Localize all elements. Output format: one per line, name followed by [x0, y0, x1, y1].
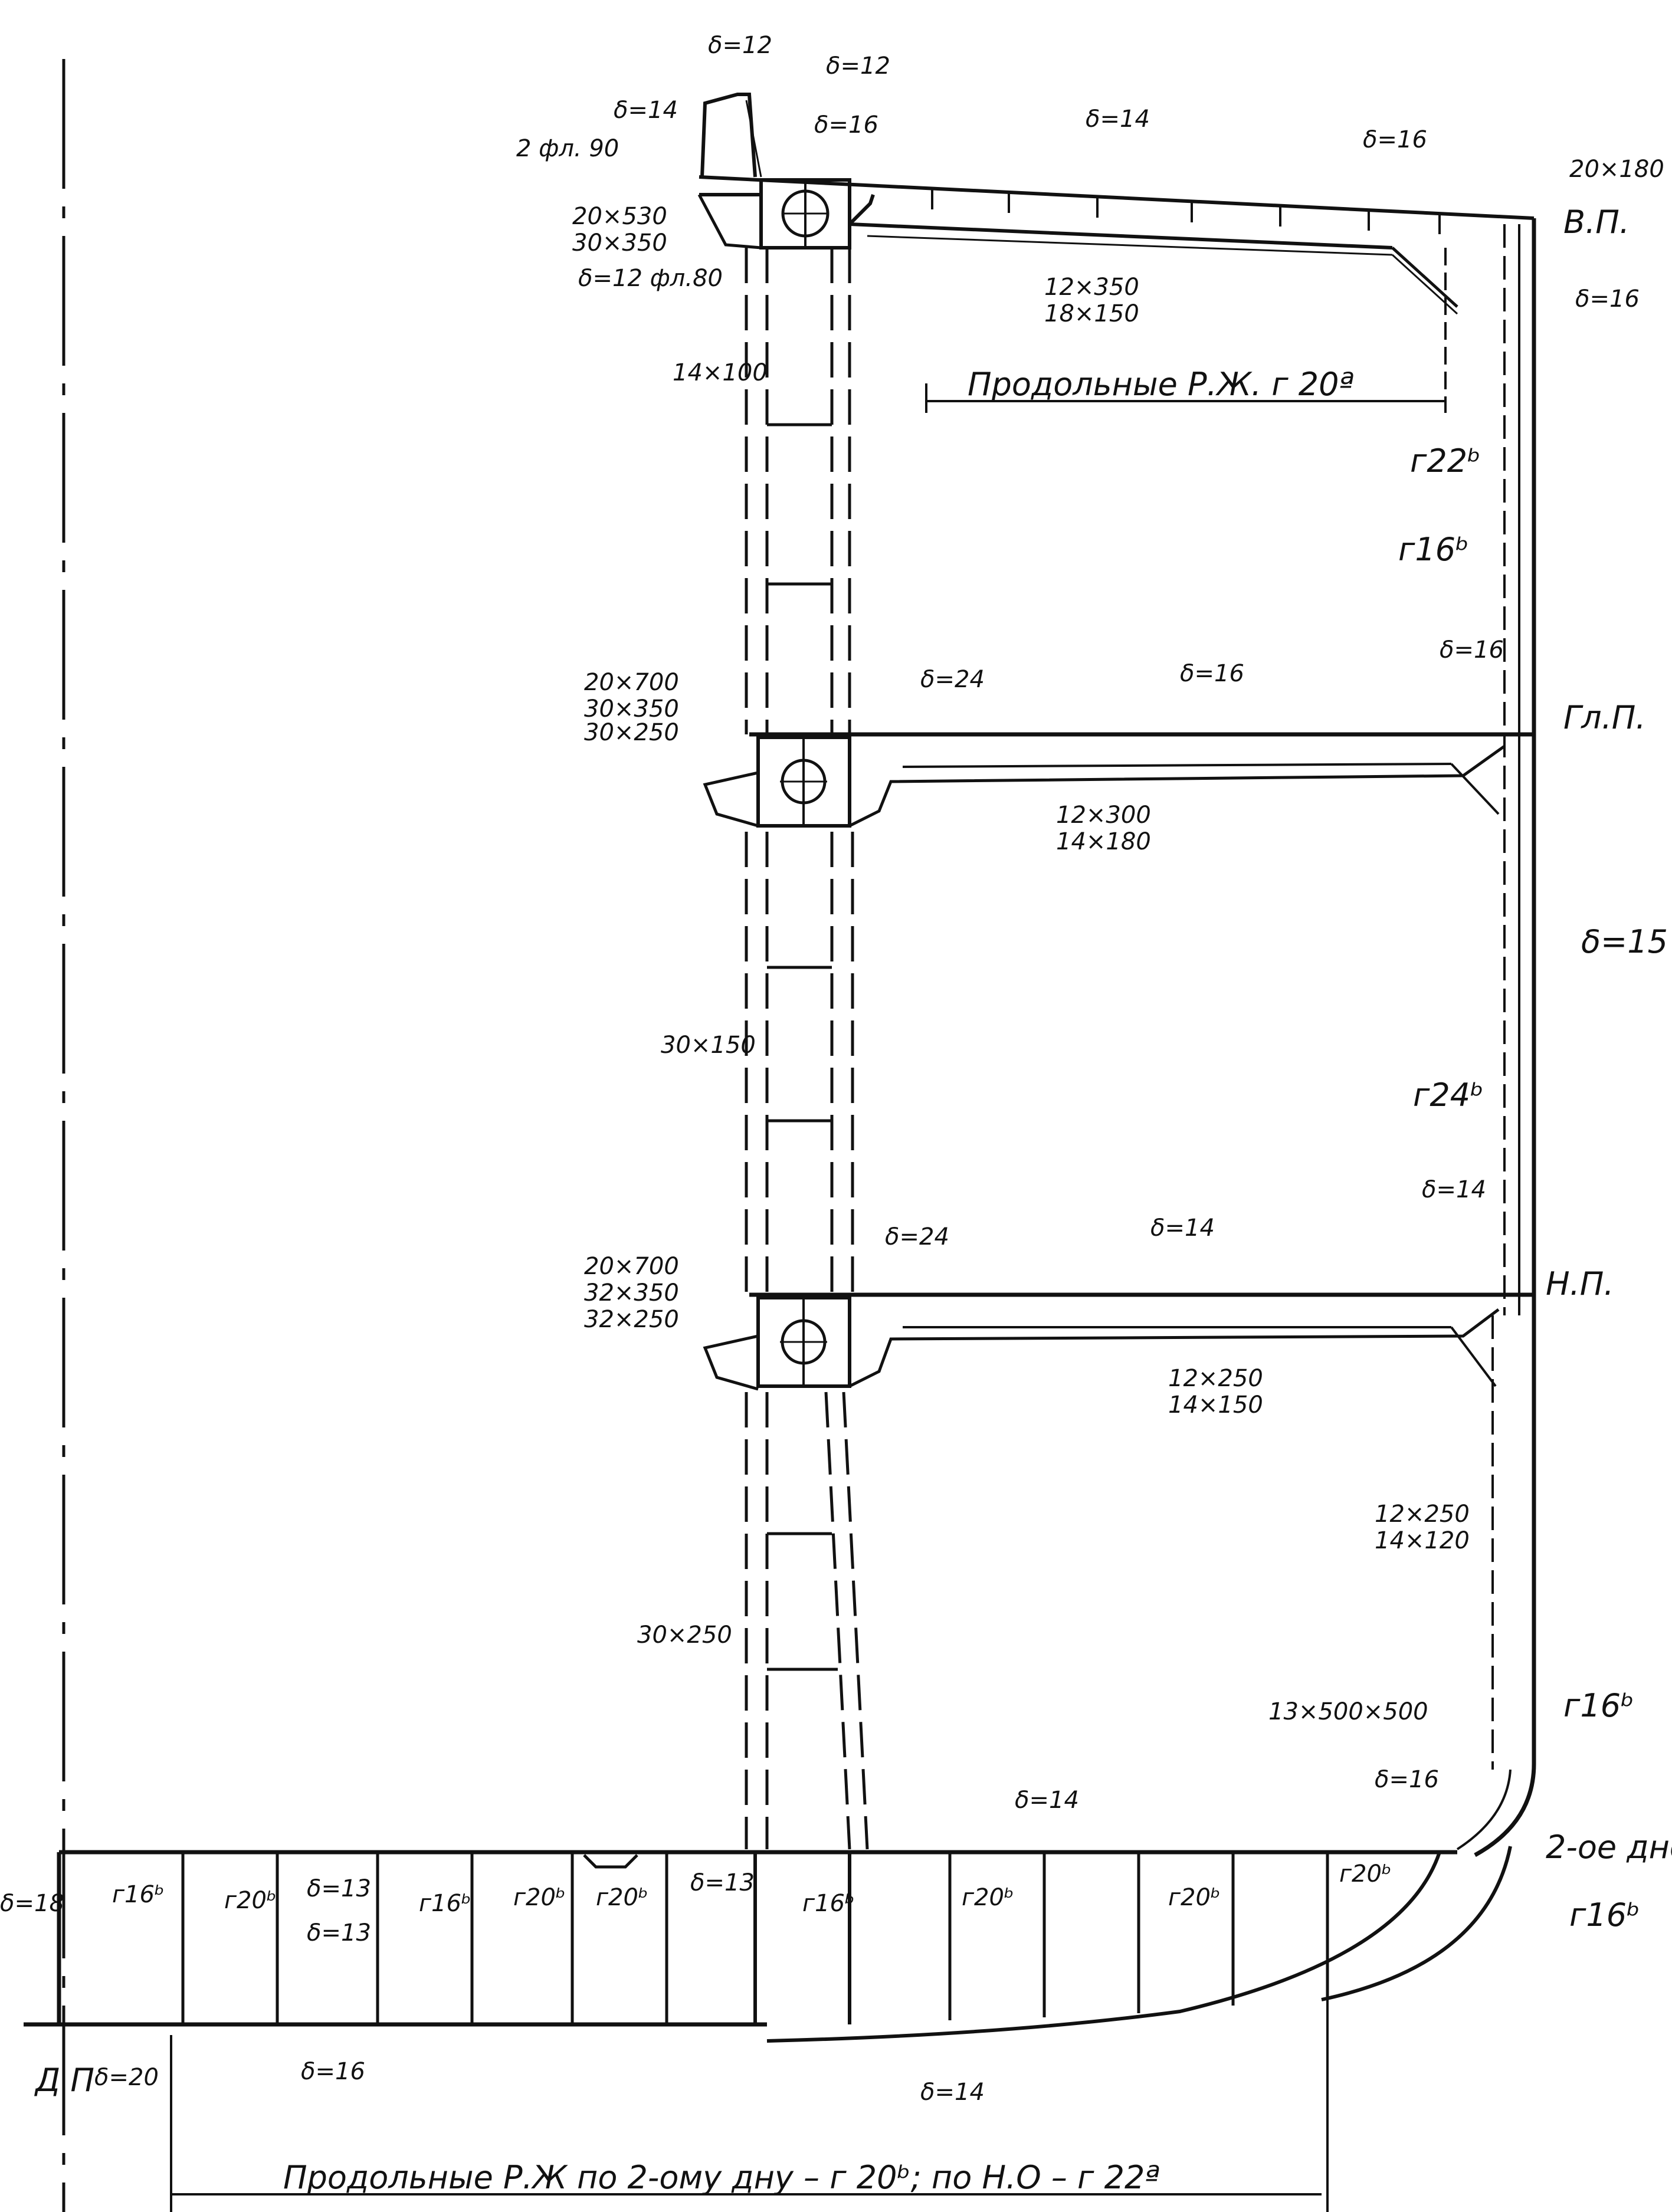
- dimension-lines: [170, 248, 1447, 2212]
- label-bot-d13-a: δ=13: [307, 1875, 371, 1902]
- label-side-frame-1: 12×250: [1375, 1501, 1470, 1528]
- bottom-labels: δ=16 δ=14 2-ое дно г16ᵇ δ=18 г16ᵇ г20ᵇ δ…: [0, 1766, 1672, 2196]
- label-longitudinals-bottom: Продольные Р.Ж по 2-ому дну – г 20ᵇ; по …: [283, 2159, 1160, 2196]
- label-outer-d16: δ=16: [301, 2058, 365, 2085]
- lower-deck-labels: 20×700 32×350 32×250 δ=24 δ=14 δ=14 Н.П.…: [584, 1176, 1634, 1725]
- label-keel: δ=20: [94, 2064, 159, 2091]
- label-beam-low-2: 14×150: [1168, 1391, 1263, 1419]
- label-d16-top: δ=16: [814, 111, 878, 139]
- label-pillar-low: 30×250: [637, 1622, 732, 1649]
- label-bot-r16b-3: г16ᵇ: [802, 1890, 855, 1917]
- label-flange-2: δ=12 фл.80: [578, 265, 723, 292]
- label-r24b: г24ᵇ: [1413, 1077, 1484, 1114]
- label-frame-mid-1: 20×700: [584, 669, 679, 696]
- label-bot-d13-c: δ=13: [690, 1869, 755, 1896]
- label-d18: δ=18: [0, 1890, 64, 1917]
- double-bottom: [24, 1850, 1457, 2027]
- label-beam-mid-1: 12×300: [1056, 802, 1151, 829]
- label-d16-mid-right: δ=16: [1440, 636, 1504, 664]
- label-frame-mid-2: 30×350: [584, 695, 679, 723]
- label-beam-mid-2: 14×180: [1056, 828, 1151, 855]
- label-r22b: г22ᵇ: [1410, 442, 1481, 480]
- side-shell: [766, 218, 1536, 2043]
- label-frame-low-1: 20×700: [584, 1253, 679, 1280]
- label-d14-low-right: δ=14: [1422, 1176, 1486, 1203]
- label-small-plate: δ=14: [614, 97, 678, 124]
- label-frame-mid-3: 30×250: [584, 719, 679, 746]
- label-bot-r20b-1: г20ᵇ: [224, 1887, 277, 1914]
- top-labels: δ=12 δ=12 δ=14 2 фл. 90 20×530 30×350 δ=…: [516, 32, 1664, 568]
- label-upper-deck: δ=14: [1086, 106, 1150, 133]
- label-d16-right: δ=16: [1363, 126, 1427, 153]
- label-pillar-top: 14×100: [673, 359, 768, 386]
- label-bot-r16b-2: г16ᵇ: [419, 1890, 471, 1917]
- label-bot-r16b-1: г16ᵇ: [112, 1881, 165, 1908]
- label-d24-mid: δ=24: [920, 666, 985, 693]
- label-bracket: 13×500×500: [1268, 1698, 1428, 1725]
- label-r16b-side: г16ᵇ: [1563, 1687, 1634, 1724]
- label-bot-r20b-2: г20ᵇ: [513, 1884, 566, 1911]
- label-beam-top-2: 18×150: [1044, 300, 1139, 327]
- label-r16b-bilge: г16ᵇ: [1569, 1896, 1640, 1934]
- label-frame-low-2: 32×350: [584, 1279, 679, 1307]
- label-d24-low: δ=24: [885, 1223, 949, 1251]
- main-deck-labels: 20×700 30×350 30×250 δ=24 δ=16 δ=16 Гл.П…: [584, 636, 1668, 1114]
- label-lower-deck: δ=14: [1150, 1215, 1215, 1242]
- label-bot-d13-b: δ=13: [307, 1919, 371, 1947]
- label-bot-r20b-4: г20ᵇ: [962, 1884, 1014, 1911]
- label-bulwark-right: δ=12: [826, 52, 890, 80]
- lower-deck: [703, 1292, 1534, 1391]
- label-frame-low-3: 32×250: [584, 1306, 679, 1333]
- main-deck: [703, 732, 1534, 828]
- label-frame-top-2: 30×350: [572, 229, 667, 257]
- label-beam-low-1: 12×250: [1168, 1365, 1263, 1392]
- label-bulwark-left: δ=12: [708, 32, 772, 59]
- label-r16b-upper: г16ᵇ: [1398, 531, 1469, 568]
- label-pillar-mid: 30×150: [661, 1032, 756, 1059]
- label-outer-d14: δ=14: [920, 2079, 985, 2106]
- label-d16-inner: δ=16: [1375, 1766, 1439, 1793]
- label-centreline: Д П: [34, 2062, 94, 2099]
- label-side-d16: δ=16: [1575, 285, 1640, 313]
- label-side-frame-2: 14×120: [1375, 1527, 1470, 1554]
- side-frames: [1456, 224, 1520, 1850]
- upper-deck: [699, 93, 1535, 315]
- label-second-bottom: 2-ое дно: [1546, 1829, 1672, 1866]
- pillars: [745, 248, 869, 1850]
- label-beam-top-1: 12×350: [1044, 274, 1139, 301]
- label-bot-r20b-6: г20ᵇ: [1339, 1860, 1392, 1888]
- label-longitudinals-top: Продольные Р.Ж. г 20ª: [968, 366, 1354, 403]
- label-corner: 20×180: [1569, 156, 1664, 183]
- label-flange: 2 фл. 90: [516, 135, 619, 162]
- label-bot-r20b-5: г20ᵇ: [1168, 1884, 1221, 1911]
- label-main-deck-name: Гл.П.: [1563, 699, 1646, 736]
- label-frame-top-1: 20×530: [572, 203, 667, 230]
- label-side-d15: δ=15: [1581, 923, 1668, 960]
- label-lower-deck-name: Н.П.: [1546, 1265, 1614, 1302]
- label-upper-deck-name: В.П.: [1563, 204, 1630, 241]
- label-bot-r20b-3: г20ᵇ: [596, 1884, 648, 1911]
- label-inner-bottom: δ=14: [1015, 1787, 1079, 1814]
- label-main-deck: δ=16: [1180, 660, 1244, 687]
